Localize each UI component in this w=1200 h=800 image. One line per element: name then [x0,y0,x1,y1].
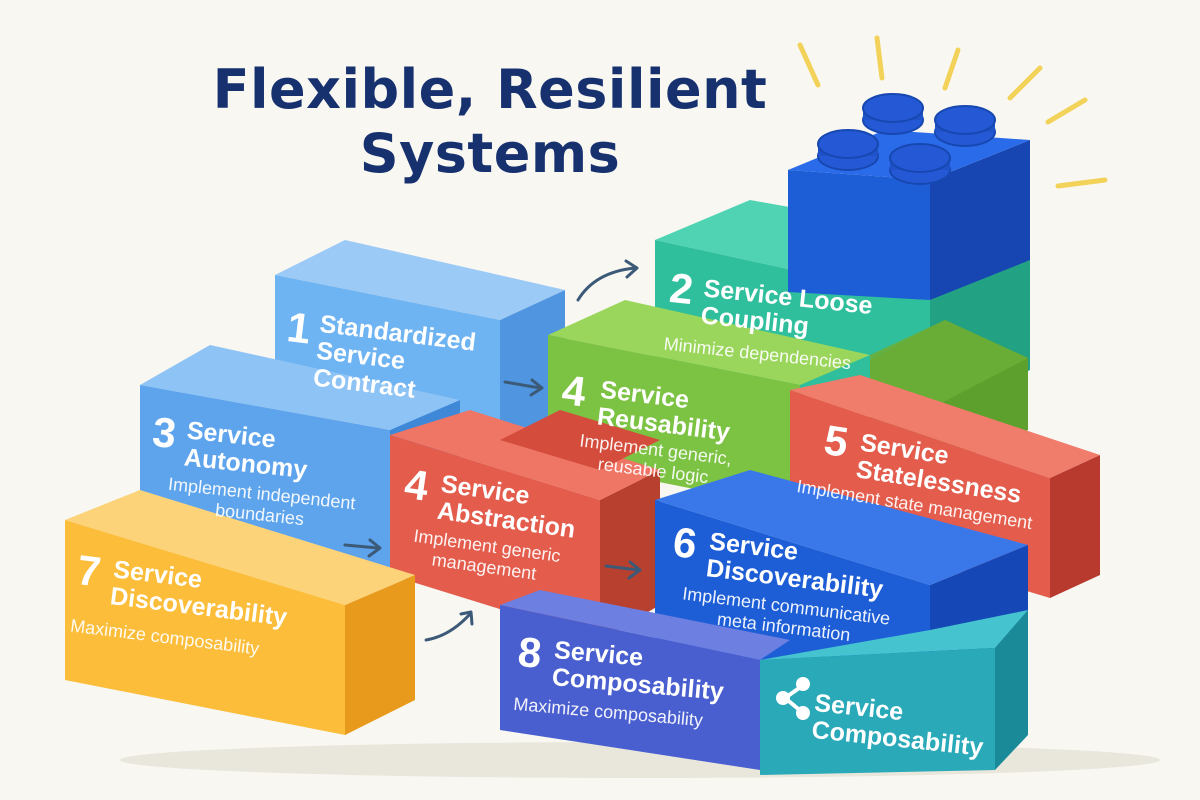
title-line-1: Flexible, Resilient [200,58,780,122]
arrow-icon [578,268,635,300]
lego-brick-icon [788,94,1030,300]
arrow-icon [426,614,470,640]
title-line-2: Systems [200,122,780,186]
page-title: Flexible, Resilient Systems [200,58,780,186]
block-number: 8 [516,630,543,676]
block-number: 3 [150,410,178,456]
block-number: 2 [667,266,695,312]
